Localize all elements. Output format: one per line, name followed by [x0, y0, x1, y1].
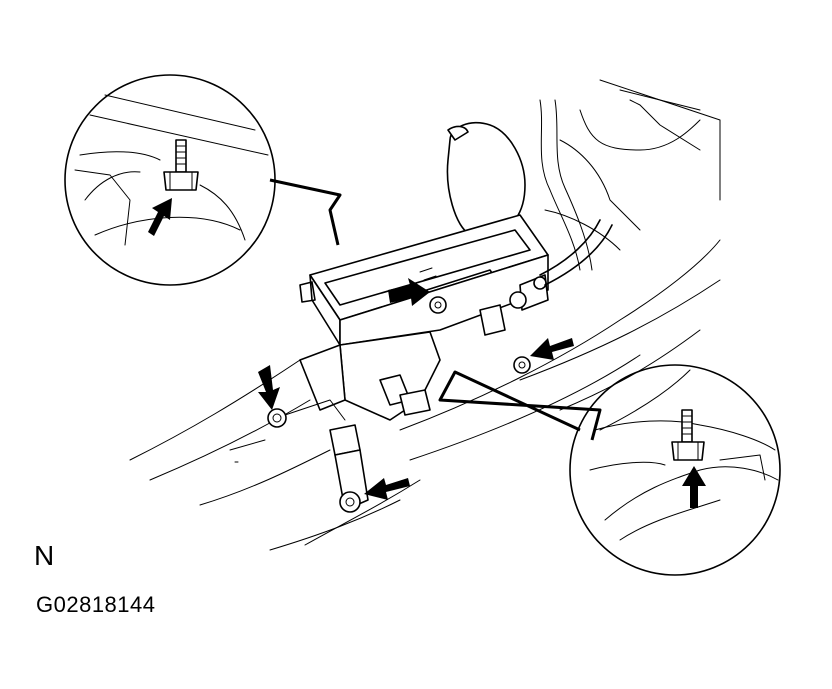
arrow-left-bolt [258, 365, 280, 410]
arrow-center-bolt [388, 278, 430, 306]
shift-lever-housing [267, 121, 613, 513]
inset-detail-right [438, 364, 781, 576]
floor-contours [129, 79, 721, 551]
inset-detail-left [64, 74, 342, 286]
direction-letter: N [34, 540, 55, 571]
figure-code: G02818144 [36, 592, 156, 617]
arrow-right-bolt [530, 338, 574, 360]
arrow-lower-bolt [364, 478, 410, 500]
bolt-arrows [258, 278, 574, 500]
